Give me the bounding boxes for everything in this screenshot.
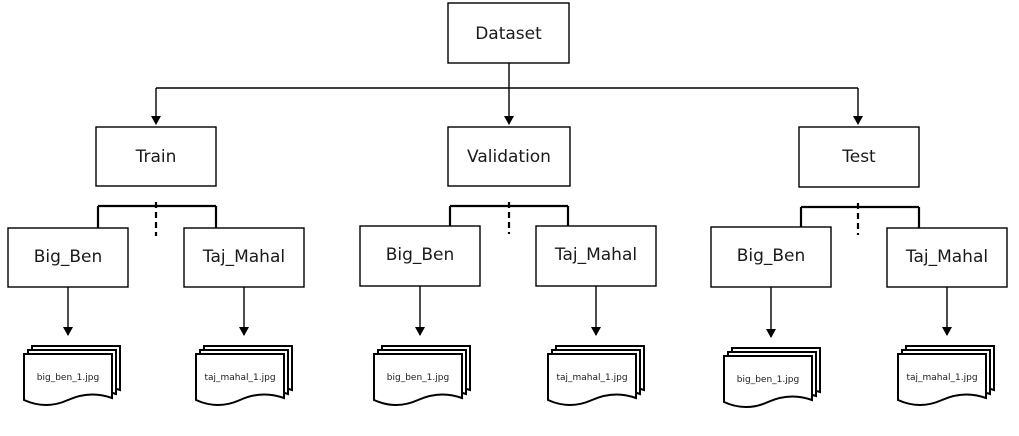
validation-big-ben-file-stack[interactable]: big_ben_1.jpg: [373, 345, 471, 406]
validation-taj-mahal-file-label: taj_mahal_1.jpg: [556, 373, 627, 383]
class-box-validation-taj-mahal: [535, 225, 657, 287]
train-taj-mahal-file-stack[interactable]: taj_mahal_1.jpg: [195, 345, 293, 406]
test-big-ben-file-label: big_ben_1.jpg: [737, 375, 799, 385]
train-taj-mahal-page-3: [195, 353, 285, 406]
train-big-ben-file-stack[interactable]: big_ben_1.jpg: [23, 345, 121, 406]
split-label-validation: Validation: [467, 147, 551, 167]
class-node-train-big-ben[interactable]: Big_Ben: [7, 227, 129, 288]
test-big-ben-file-stack[interactable]: big_ben_1.jpg: [723, 347, 821, 408]
class-node-test-big-ben[interactable]: Big_Ben: [710, 226, 832, 288]
bracket-train: [96, 202, 218, 236]
class-label-validation-big-ben: Big_Ben: [386, 245, 455, 265]
class-label-test-big-ben: Big_Ben: [737, 246, 806, 266]
class-box-validation-big-ben: [359, 225, 481, 287]
class-node-test-taj-mahal[interactable]: Taj_Mahal: [886, 227, 1008, 288]
class-label-validation-taj-mahal: Taj_Mahal: [554, 245, 637, 265]
split-node-test[interactable]: Test: [798, 126, 920, 188]
bracket-validation: [448, 202, 570, 234]
class-label-test-taj-mahal: Taj_Mahal: [905, 247, 988, 267]
class-box-test-big-ben: [710, 226, 832, 288]
class-label-train-taj-mahal: Taj_Mahal: [202, 247, 285, 267]
split-node-validation[interactable]: Validation: [447, 126, 571, 187]
train-taj-mahal-file-label: taj_mahal_1.jpg: [204, 373, 275, 383]
connector-lines: [151, 63, 863, 125]
validation-taj-mahal-file-stack[interactable]: taj_mahal_1.jpg: [547, 345, 645, 406]
split-node-train[interactable]: Train: [95, 126, 217, 187]
class-box-test-taj-mahal: [886, 227, 1008, 288]
split-label-train: Train: [135, 147, 177, 167]
class-label-train-big-ben: Big_Ben: [34, 247, 103, 267]
test-taj-mahal-file-label: taj_mahal_1.jpg: [906, 373, 977, 383]
split-label-test: Test: [841, 147, 876, 167]
root-box: [447, 2, 570, 64]
test-taj-mahal-file-stack[interactable]: taj_mahal_1.jpg: [897, 345, 995, 406]
train-big-ben-page-3: [23, 353, 113, 406]
bracket-test: [799, 203, 921, 235]
validation-big-ben-page-3: [373, 353, 463, 406]
class-box-train-taj-mahal: [183, 227, 305, 288]
train-big-ben-file-label: big_ben_1.jpg: [37, 373, 99, 383]
split-box-test: [798, 126, 920, 188]
root-node[interactable]: Dataset: [447, 2, 570, 64]
class-node-validation-big-ben[interactable]: Big_Ben: [359, 225, 481, 287]
validation-taj-mahal-page-3: [547, 353, 637, 406]
test-taj-mahal-page-3: [897, 353, 987, 406]
class-box-train-big-ben: [7, 227, 129, 288]
split-box-train: [95, 126, 217, 187]
class-node-validation-taj-mahal[interactable]: Taj_Mahal: [535, 225, 657, 287]
root-label: Dataset: [475, 24, 542, 44]
split-box-validation: [447, 126, 571, 187]
class-node-train-taj-mahal[interactable]: Taj_Mahal: [183, 227, 305, 288]
validation-big-ben-file-label: big_ben_1.jpg: [387, 373, 449, 383]
test-big-ben-page-3: [723, 355, 813, 408]
